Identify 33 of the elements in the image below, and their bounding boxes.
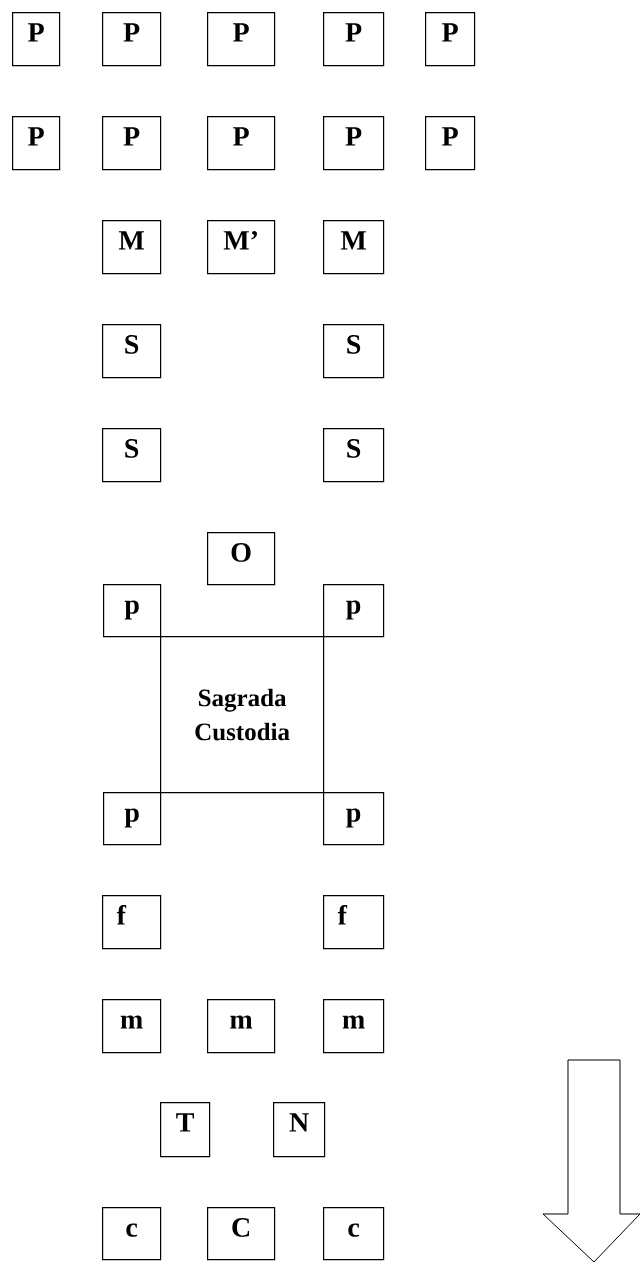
- letter-box: c: [102, 1207, 162, 1261]
- letter-box: P: [323, 12, 385, 67]
- letter-box: f: [323, 895, 385, 950]
- letter-box: M’: [207, 220, 276, 275]
- letter-box: m: [323, 999, 385, 1054]
- letter-box: N: [273, 1102, 326, 1158]
- letter-box: p: [323, 584, 385, 638]
- letter-box: f: [102, 895, 162, 950]
- letter-box: P: [102, 116, 162, 171]
- square-frame: Sagrada Custodia: [160, 636, 325, 794]
- letter-box: P: [12, 116, 61, 171]
- letter-box: p: [323, 792, 385, 846]
- letter-box: P: [323, 116, 385, 171]
- letter-box: P: [102, 12, 162, 67]
- letter-box: m: [207, 999, 276, 1054]
- letter-box: c: [323, 1207, 385, 1261]
- letter-box: P: [425, 12, 476, 67]
- letter-box: S: [323, 428, 385, 483]
- letter-box: T: [160, 1102, 211, 1158]
- letter-box: P: [207, 116, 276, 171]
- letter-box: O: [207, 532, 276, 586]
- letter-box: M: [102, 220, 162, 275]
- letter-box: p: [103, 584, 162, 638]
- letter-box: p: [103, 792, 162, 846]
- letter-box: P: [425, 116, 476, 171]
- letter-box: S: [102, 324, 162, 379]
- letter-box: C: [207, 1207, 276, 1261]
- letter-box: P: [12, 12, 61, 67]
- letter-box: M: [323, 220, 385, 275]
- letter-box: m: [102, 999, 162, 1054]
- letter-box: S: [102, 428, 162, 483]
- letter-box: P: [207, 12, 276, 67]
- letter-box: S: [323, 324, 385, 379]
